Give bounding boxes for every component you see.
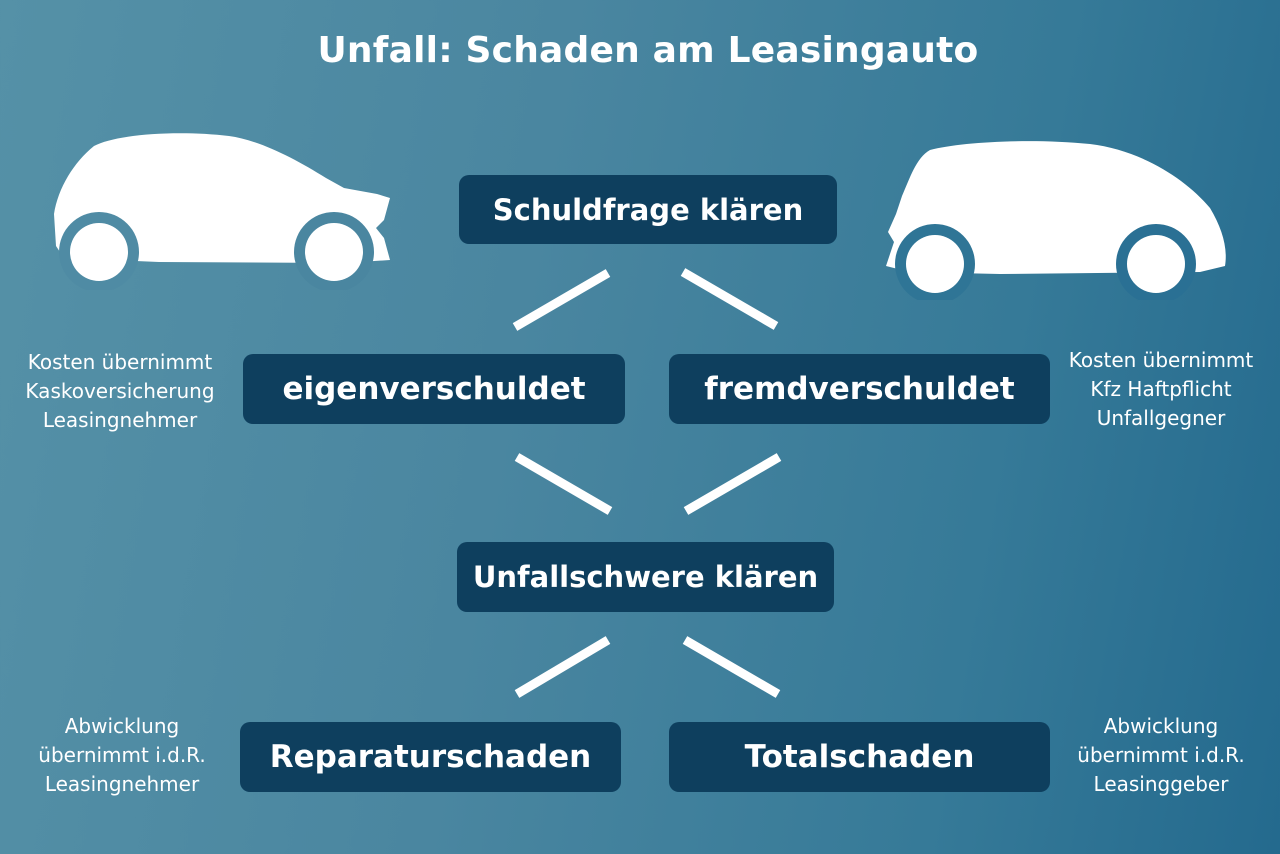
note-left-bottom: Abwicklung übernimmt i.d.R. Leasingnehme…: [10, 712, 234, 799]
node-fremdverschuldet: fremdverschuldet: [669, 354, 1050, 424]
node-reparaturschaden: Reparaturschaden: [240, 722, 621, 792]
connector-line: [512, 269, 611, 331]
diagram-title: Unfall: Schaden am Leasingauto: [317, 30, 979, 71]
node-schuldfrage: Schuldfrage klären: [459, 175, 837, 244]
note-line: Leasingnehmer: [44, 772, 200, 796]
note-line: Abwicklung: [64, 714, 180, 738]
node-eigenverschuldet: eigenverschuldet: [243, 354, 625, 424]
note-line: Kosten übernimmt: [1068, 348, 1254, 372]
right-car-icon: [886, 141, 1226, 300]
note-line: Kfz Haftpflicht: [1090, 377, 1232, 401]
note-line: übernimmt i.d.R.: [38, 743, 206, 767]
note-line: Leasingnehmer: [42, 408, 198, 432]
note-right-bottom: Abwicklung übernimmt i.d.R. Leasinggeber: [1050, 712, 1272, 799]
connector-line: [514, 636, 611, 698]
left-car-icon: [54, 133, 390, 290]
connector-line: [683, 453, 782, 515]
note-right-top: Kosten übernimmt Kfz Haftpflicht Unfallg…: [1050, 346, 1272, 433]
note-line: Unfallgegner: [1096, 406, 1226, 430]
connector-line: [680, 268, 779, 330]
node-unfallschwere: Unfallschwere klären: [457, 542, 834, 612]
note-line: Kaskoversicherung: [25, 379, 215, 403]
note-left-top: Kosten übernimmt Kaskoversicherung Leasi…: [8, 348, 232, 435]
note-line: Abwicklung: [1103, 714, 1219, 738]
node-totalschaden: Totalschaden: [669, 722, 1050, 792]
note-line: Leasinggeber: [1093, 772, 1229, 796]
connector-line: [682, 636, 781, 698]
note-line: übernimmt i.d.R.: [1077, 743, 1245, 767]
connector-line: [514, 453, 613, 515]
note-line: Kosten übernimmt: [27, 350, 213, 374]
